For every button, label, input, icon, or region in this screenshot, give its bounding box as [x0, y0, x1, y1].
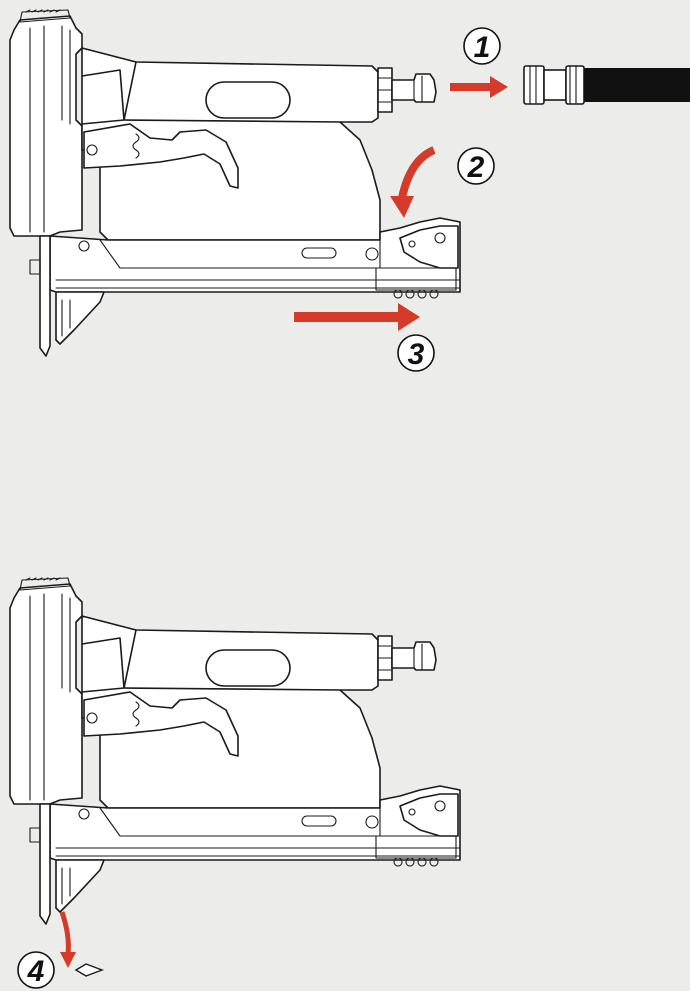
step-2-label: 2 [457, 147, 495, 185]
step-4-label: 4 [17, 951, 55, 989]
step-4-arrow [59, 911, 76, 968]
step-1-label: 1 [463, 27, 501, 65]
panel-top: 1 2 3 [9, 9, 690, 372]
fastener-icon [74, 963, 104, 977]
svg-text:1: 1 [474, 31, 491, 64]
stapler-illustration-top [9, 9, 461, 357]
svg-text:3: 3 [408, 338, 425, 371]
step-3-label: 3 [397, 334, 435, 372]
step-1-arrow [450, 76, 508, 98]
stapler-illustration-bottom [9, 577, 461, 925]
air-hose-coupler-icon [523, 65, 690, 105]
panel-bottom: 4 [9, 577, 461, 989]
step-2-arrow [390, 146, 436, 218]
svg-text:4: 4 [27, 955, 45, 988]
air-hose [584, 68, 690, 102]
svg-text:2: 2 [467, 151, 485, 184]
step-3-arrow [294, 303, 420, 331]
